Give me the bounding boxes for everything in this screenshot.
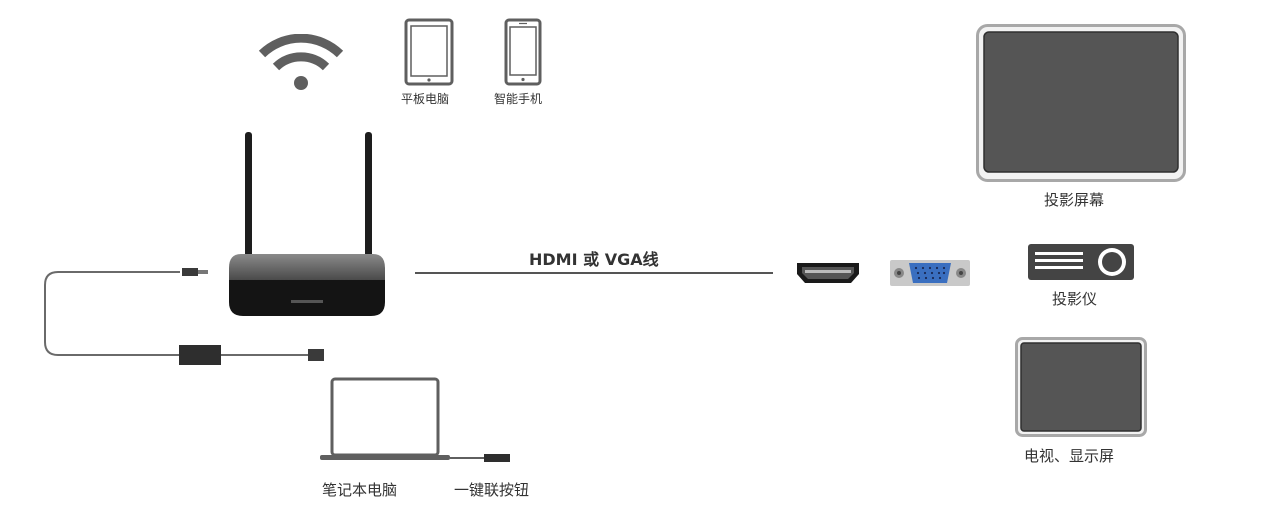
tv-monitor-icon <box>1015 337 1147 437</box>
smartphone-label: 智能手机 <box>494 92 543 106</box>
vga-connector-icon <box>890 260 970 286</box>
hdmi-connector-icon <box>797 263 859 283</box>
laptop-label: 笔记本电脑 <box>322 481 398 499</box>
button-cable <box>44 268 324 365</box>
projection-screen-label: 投影屏幕 <box>1044 191 1105 209</box>
cable-label: HDMI 或 VGA线 <box>529 250 659 269</box>
tv-monitor-label: 电视、显示屏 <box>1024 447 1115 465</box>
laptop-icon <box>320 377 510 462</box>
cable-line <box>415 272 773 274</box>
tablet-label: 平板电脑 <box>401 92 450 106</box>
projector-icon <box>1028 244 1134 280</box>
projection-screen-icon <box>976 24 1186 182</box>
projector-label: 投影仪 <box>1052 290 1098 308</box>
smartphone-icon <box>504 18 542 86</box>
one-touch-button-label: 一键联按钮 <box>454 481 530 499</box>
tablet-icon <box>404 18 454 86</box>
wireless-receiver-icon <box>229 132 385 316</box>
wifi-icon <box>258 34 344 90</box>
